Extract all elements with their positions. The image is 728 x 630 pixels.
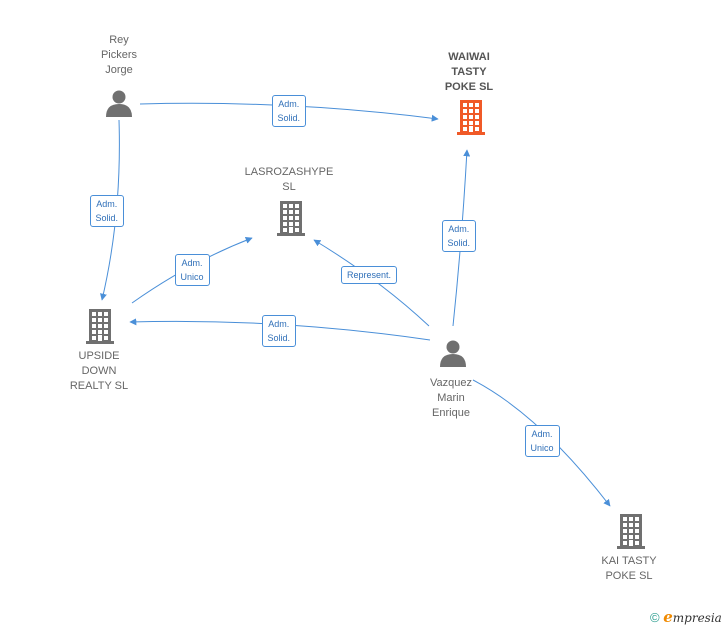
- brand-logo: empresia: [663, 608, 722, 626]
- edge-label-vazquez-kai[interactable]: Adm. Unico: [524, 425, 560, 457]
- copyright-symbol: ©: [650, 610, 660, 625]
- node-label-lasrozas[interactable]: LASROZASHYPE SL: [244, 166, 334, 193]
- node-label-kai[interactable]: KAI TASTY POKE SL: [601, 555, 657, 582]
- edge-label-vazquez-lasrozas[interactable]: Represent.: [341, 266, 398, 284]
- building-icon[interactable]: [85, 308, 115, 349]
- edge-label-upside-lasrozas[interactable]: Adm. Unico: [174, 254, 210, 286]
- node-label-vazquez[interactable]: Vazquez Marin Enrique: [430, 377, 472, 419]
- building-icon[interactable]: [276, 200, 306, 241]
- footer-brand: © empresia: [650, 608, 722, 626]
- building-icon[interactable]: [456, 99, 486, 140]
- person-icon[interactable]: [104, 88, 134, 123]
- node-label-waiwai[interactable]: WAIWAI TASTY POKE SL: [444, 51, 494, 93]
- node-label-rey[interactable]: Rey Pickers Jorge: [100, 34, 138, 76]
- edge-label-rey-upside[interactable]: Adm. Solid.: [89, 195, 125, 227]
- node-label-upside[interactable]: UPSIDE DOWN REALTY SL: [69, 350, 129, 392]
- edge-label-vazquez-waiwai[interactable]: Adm. Solid.: [441, 220, 477, 252]
- edge-label-vazquez-upside[interactable]: Adm. Solid.: [261, 315, 297, 347]
- building-icon[interactable]: [616, 513, 646, 554]
- person-icon[interactable]: [438, 338, 468, 373]
- edge-label-rey-waiwai[interactable]: Adm. Solid.: [271, 95, 307, 127]
